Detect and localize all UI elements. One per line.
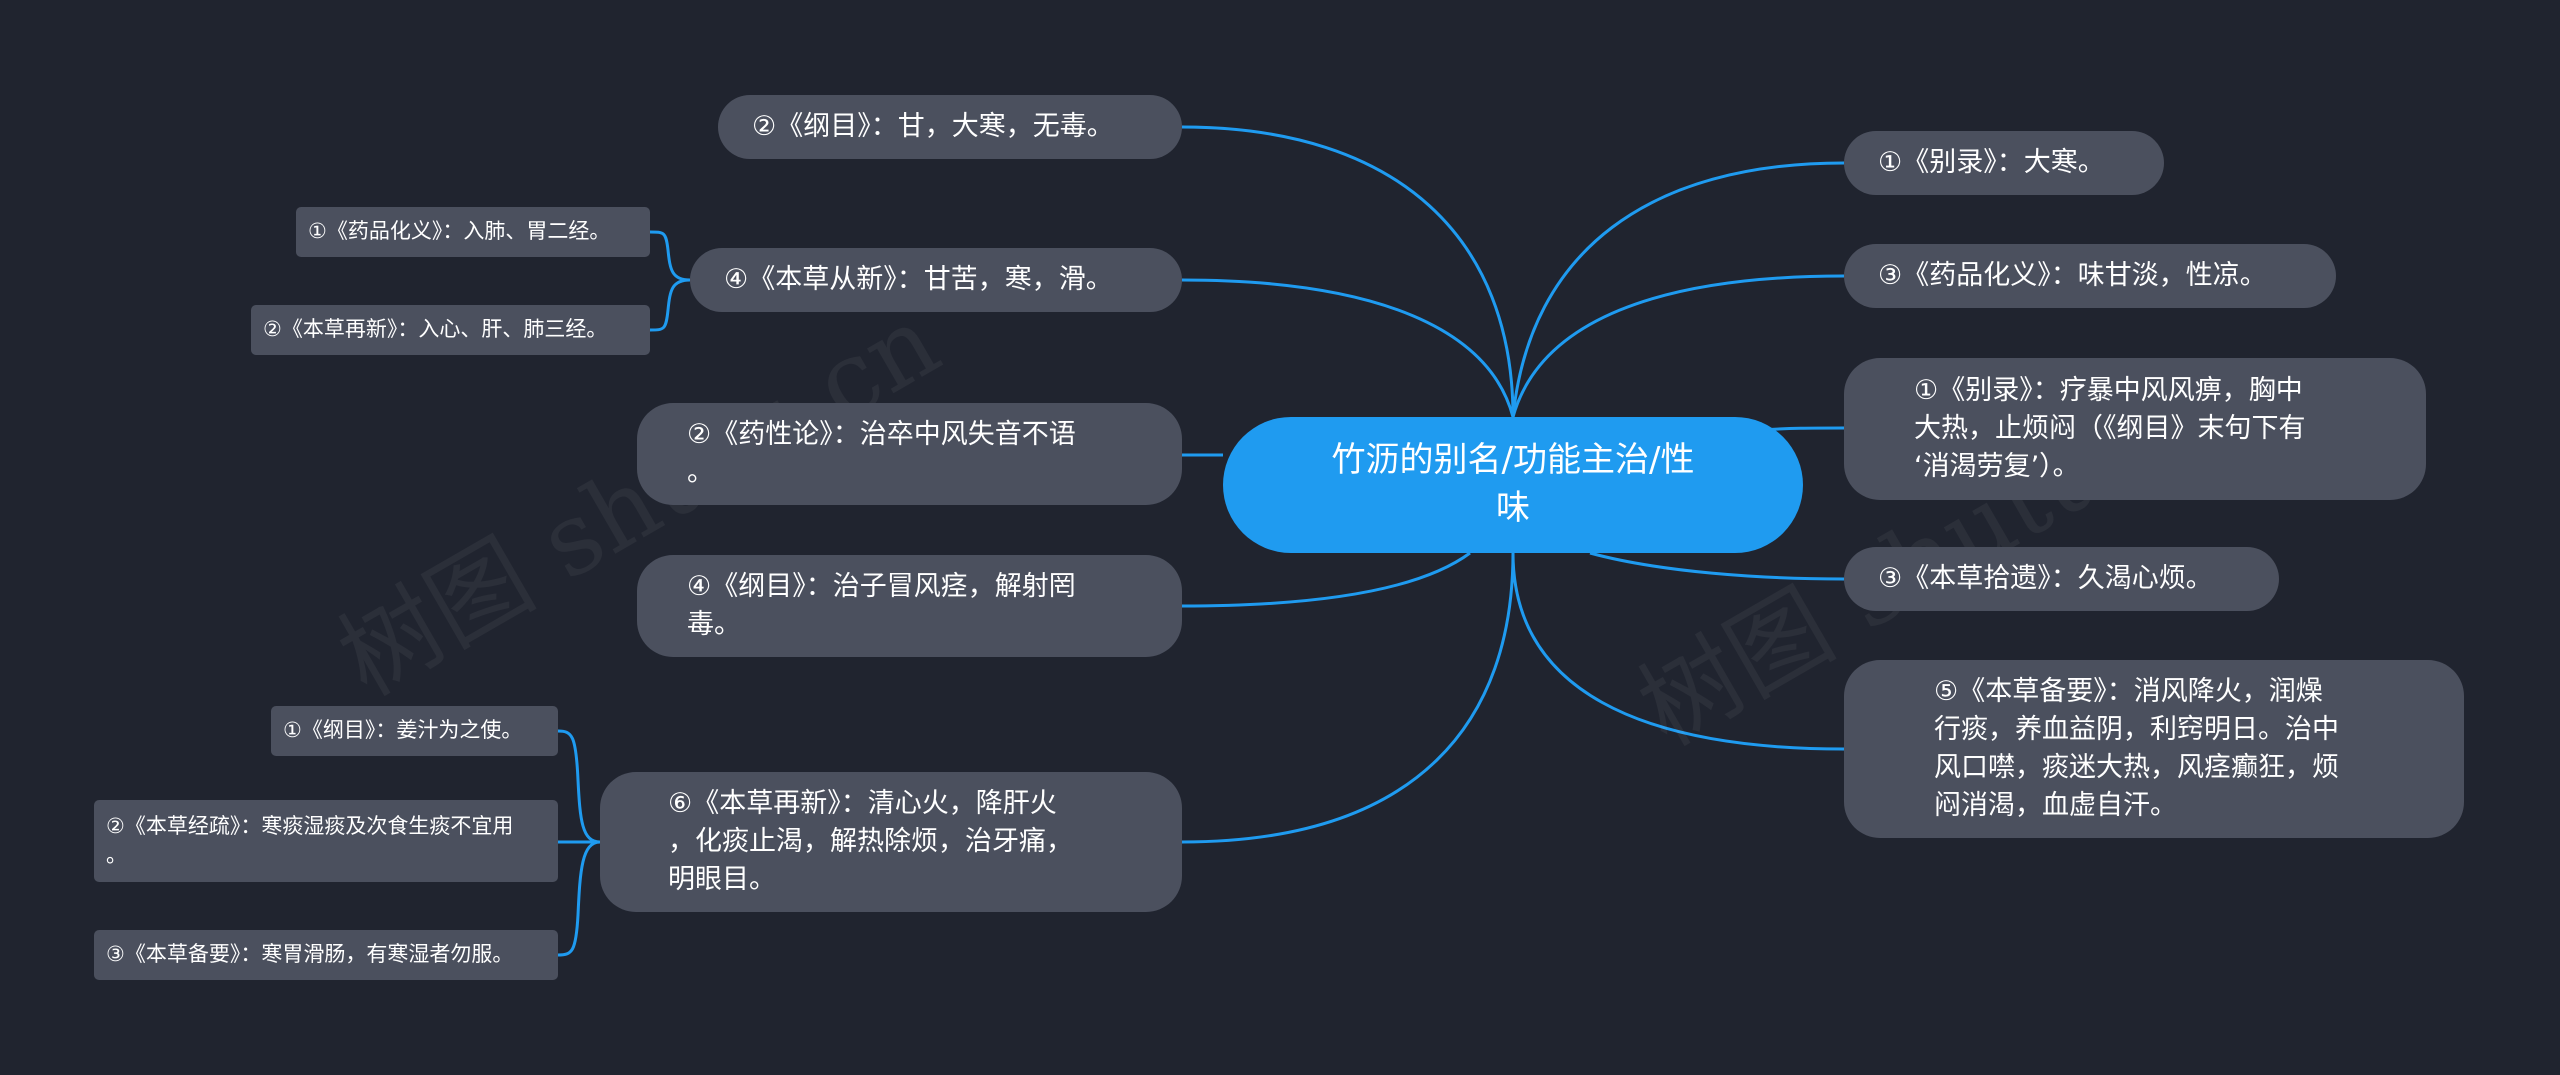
link-left-5 bbox=[1181, 552, 1515, 844]
left-subtopic-5-2[interactable]: ②《本草经疏》：寒痰湿痰及次食生痰不宜用 。 bbox=[94, 800, 558, 882]
root-topic[interactable]: 竹沥的别名/功能主治/性 味 bbox=[1223, 417, 1803, 553]
left-subtopic-5-1[interactable]: ①《纲目》：姜汁为之使。 bbox=[271, 706, 558, 756]
left-subtopic-2-2[interactable]: ②《本草再新》：入心、肝、肺三经。 bbox=[251, 305, 650, 355]
left-topic-5[interactable]: ⑥《本草再新》：清心火，降肝火 ，化痰止渴，解热除烦，治牙痛， 明眼目。 bbox=[600, 772, 1182, 912]
left-topic-1[interactable]: ②《纲目》：甘，大寒，无毒。 bbox=[718, 95, 1182, 159]
left-topic-4[interactable]: ④《纲目》：治子冒风痉，解射罔 毒。 bbox=[637, 555, 1182, 657]
link-sub-2-1 bbox=[649, 230, 691, 282]
right-topic-1[interactable]: ①《别录》：大寒。 bbox=[1844, 131, 2164, 195]
left-subtopic-2-1[interactable]: ①《药品化义》：入肺、胃二经。 bbox=[296, 207, 650, 257]
right-topic-4[interactable]: ③《本草拾遗》：久渴心烦。 bbox=[1844, 547, 2279, 611]
link-sub-5-3 bbox=[557, 840, 601, 957]
left-topic-2[interactable]: ④《本草从新》：甘苦，寒，滑。 bbox=[690, 248, 1182, 312]
link-left-4 bbox=[1181, 551, 1471, 608]
right-topic-2[interactable]: ③《药品化义》：味甘淡，性凉。 bbox=[1844, 244, 2336, 308]
link-sub-2-2 bbox=[649, 278, 691, 332]
link-right-1 bbox=[1511, 161, 1845, 418]
link-right-4 bbox=[1589, 551, 1845, 581]
link-right-2 bbox=[1511, 274, 1845, 418]
link-left-1 bbox=[1181, 125, 1515, 418]
left-subtopic-5-3[interactable]: ③《本草备要》：寒胃滑肠，有寒湿者勿服。 bbox=[94, 930, 558, 980]
right-topic-5[interactable]: ⑤《本草备要》：消风降火，润燥 行痰，养血益阴，利窍明日。治中 风口噤，痰迷大热… bbox=[1844, 660, 2464, 838]
link-left-2 bbox=[1181, 278, 1515, 418]
left-topic-3[interactable]: ②《药性论》：治卒中风失音不语 。 bbox=[637, 403, 1182, 505]
right-topic-3[interactable]: ①《别录》：疗暴中风风痹，胸中 大热，止烦闷（《纲目》末句下有 ‘消渴劳复’）。 bbox=[1844, 358, 2426, 500]
link-sub-5-1 bbox=[557, 729, 601, 844]
link-right-5 bbox=[1511, 552, 1845, 751]
